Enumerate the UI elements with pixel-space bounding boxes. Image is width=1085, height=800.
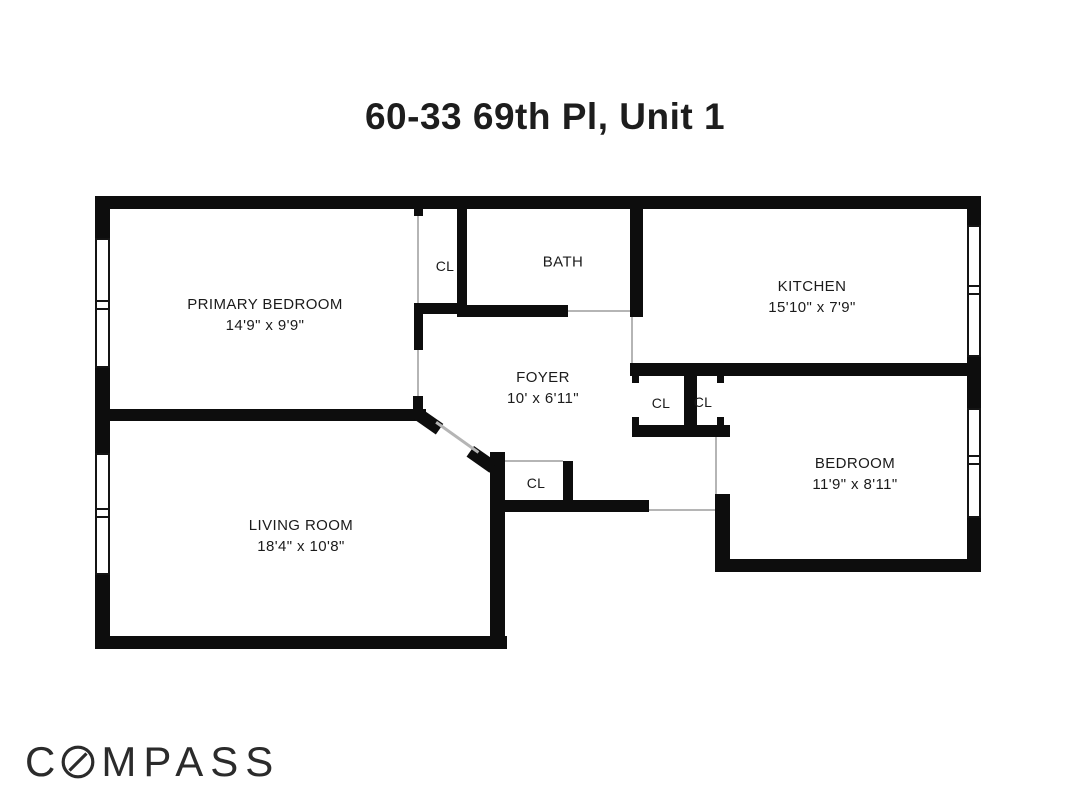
wall-segment <box>95 196 110 242</box>
room-name: LIVING ROOM <box>248 517 354 534</box>
compass-logo-text-c: C <box>25 738 63 785</box>
door-opening-line <box>631 317 633 363</box>
wall-segment <box>630 196 643 317</box>
room-name: PRIMARY BEDROOM <box>187 296 343 313</box>
wall-segment <box>490 452 505 637</box>
page-title: 60-33 69th Pl, Unit 1 <box>364 96 726 137</box>
window-symbol <box>95 453 110 575</box>
wall-segment <box>632 417 639 426</box>
room-label-kitchen: KITCHEN 15'10" x 7'9" <box>768 276 855 318</box>
room-dimensions: 10' x 6'11" <box>507 390 579 407</box>
closet-label: CL <box>526 475 546 491</box>
room-label-foyer: FOYER 10' x 6'11" <box>507 367 579 409</box>
closet-label: CL <box>693 394 713 410</box>
window-symbol <box>95 238 110 368</box>
wall-segment <box>414 303 467 314</box>
entry-opening-line <box>649 509 715 511</box>
wall-segment <box>95 573 110 649</box>
wall-segment <box>715 559 981 572</box>
compass-logo-o-icon <box>61 745 95 779</box>
door-leaf-line <box>435 421 480 454</box>
wall-segment <box>95 196 981 209</box>
wall-segment <box>108 409 426 421</box>
wall-segment <box>967 196 981 229</box>
wall-segment <box>95 366 110 455</box>
wall-segment <box>717 376 724 383</box>
wall-segment <box>413 396 423 411</box>
wall-segment <box>715 494 730 560</box>
room-label-bath: BATH <box>543 252 584 273</box>
room-name: BATH <box>542 253 584 271</box>
wall-segment <box>490 500 649 512</box>
compass-logo: C MPASS <box>25 738 281 785</box>
wall-segment <box>632 376 639 383</box>
room-name: BEDROOM <box>814 455 896 472</box>
wall-segment <box>563 461 573 501</box>
door-opening-line <box>417 350 419 396</box>
wall-segment <box>967 516 981 567</box>
wall-segment <box>414 209 423 216</box>
room-dimensions: 15'10" x 7'9" <box>768 299 856 316</box>
room-dimensions: 18'4" x 10'8" <box>257 538 345 555</box>
wall-segment <box>717 417 724 426</box>
wall-segment <box>630 363 981 376</box>
compass-logo-text-mpass: MPASS <box>101 738 281 785</box>
room-label-bedroom: BEDROOM 11'9" x 8'11" <box>812 453 897 495</box>
wall-segment <box>457 305 568 317</box>
closet-label: CL <box>435 258 455 274</box>
wall-segment <box>457 196 467 311</box>
room-name: KITCHEN <box>777 278 847 295</box>
room-dimensions: 11'9" x 8'11" <box>812 476 898 493</box>
door-opening-line <box>568 310 630 312</box>
room-label-primary-bedroom: PRIMARY BEDROOM 14'9" x 9'9" <box>187 294 342 336</box>
closet-opening-line <box>417 216 419 303</box>
room-dimensions: 14'9" x 9'9" <box>225 317 305 334</box>
wall-segment <box>414 303 423 350</box>
wall-segment <box>632 425 730 437</box>
wall-segment <box>95 636 507 649</box>
wall-segment <box>684 376 697 437</box>
window-symbol <box>967 408 981 518</box>
room-name: FOYER <box>516 369 570 386</box>
room-label-living-room: LIVING ROOM 18'4" x 10'8" <box>249 515 353 557</box>
door-opening-line <box>715 437 717 494</box>
closet-opening-line <box>505 460 563 462</box>
window-symbol <box>967 225 981 357</box>
closet-label: CL <box>651 395 671 411</box>
